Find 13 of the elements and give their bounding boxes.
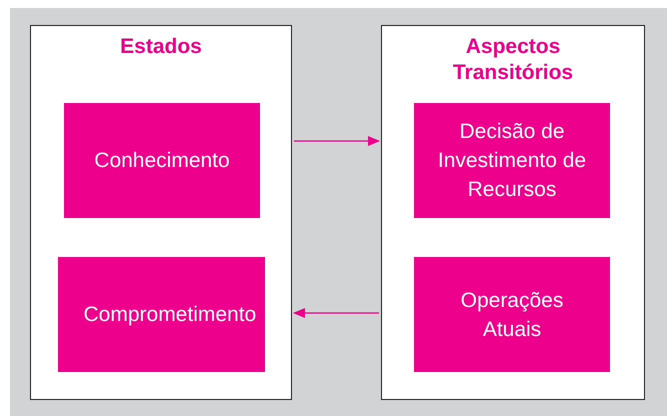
arrow bbox=[294, 136, 380, 146]
group-panel bbox=[30, 25, 292, 400]
box-label: Operações Atuais bbox=[460, 288, 564, 342]
process-box bbox=[58, 257, 265, 372]
panel-heading: Estados bbox=[119, 34, 203, 60]
group-panel bbox=[381, 25, 645, 400]
arrow bbox=[293, 308, 379, 318]
process-box bbox=[414, 257, 610, 372]
process-box bbox=[414, 103, 610, 218]
process-box bbox=[64, 103, 260, 218]
panel-heading: Aspectos Transitórios bbox=[452, 34, 574, 86]
box-label: Conhecimento bbox=[93, 148, 231, 174]
box-label: Decisão de Investimento de Recursos bbox=[436, 119, 588, 203]
